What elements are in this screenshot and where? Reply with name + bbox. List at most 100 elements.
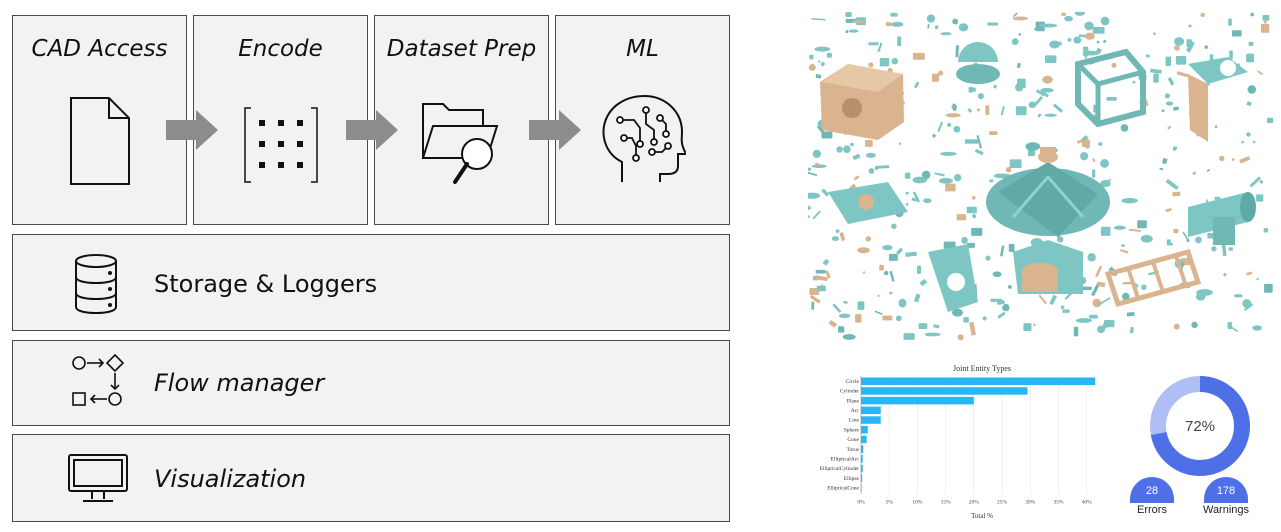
small-cad-part — [1161, 157, 1168, 165]
small-cad-part — [1106, 96, 1117, 101]
small-cad-part — [864, 139, 873, 147]
small-cad-part — [839, 232, 846, 241]
small-cad-part — [816, 285, 826, 292]
small-cad-part — [1161, 109, 1165, 113]
small-cad-part — [912, 52, 925, 60]
small-cad-part — [1229, 50, 1233, 60]
small-cad-part — [1228, 18, 1232, 26]
small-cad-part — [1058, 41, 1063, 46]
chart-bar — [861, 387, 1028, 395]
small-cad-part — [1227, 321, 1233, 330]
small-cad-part — [1044, 55, 1057, 63]
small-cad-part — [828, 320, 838, 328]
small-cad-part — [971, 213, 977, 219]
small-cad-part — [1192, 171, 1196, 175]
stage-encode: Encode — [193, 15, 368, 225]
small-cad-part — [1074, 12, 1085, 16]
chart-bar — [861, 445, 864, 453]
errors-badge: 28 — [1130, 477, 1174, 503]
small-cad-part — [865, 152, 877, 158]
small-cad-part — [1098, 141, 1103, 147]
chart-x-tick-label: 0% — [857, 499, 865, 505]
document-icon — [13, 96, 186, 186]
small-cad-part — [1082, 50, 1100, 56]
small-cad-part — [1096, 40, 1100, 44]
small-cad-part — [1044, 113, 1057, 117]
small-cad-part — [1089, 314, 1098, 319]
small-cad-part — [976, 108, 980, 112]
small-cad-part — [934, 172, 945, 177]
small-cad-part — [808, 215, 810, 219]
warnings-label: Warnings — [1202, 504, 1250, 516]
stage-title: CAD Access — [31, 36, 168, 62]
small-cad-part — [853, 175, 860, 181]
small-cad-part — [1095, 265, 1103, 278]
small-cad-part — [1172, 148, 1176, 151]
small-cad-part — [1128, 228, 1141, 232]
small-cad-part — [1129, 326, 1135, 334]
small-cad-part — [985, 255, 991, 261]
small-cad-part — [913, 81, 920, 89]
chart-y-tick-label: Cone — [847, 437, 859, 443]
grid-dots-icon — [194, 106, 367, 184]
small-cad-part — [1211, 246, 1217, 252]
small-cad-part — [1248, 41, 1254, 46]
small-cad-part — [895, 247, 904, 255]
small-cad-part — [1231, 30, 1242, 37]
small-cad-part — [1264, 283, 1273, 293]
database-icon — [75, 254, 117, 315]
small-cad-part — [1263, 20, 1267, 24]
small-cad-part — [808, 63, 816, 71]
small-cad-part — [815, 269, 826, 274]
small-cad-part — [857, 247, 870, 254]
small-cad-part — [1049, 294, 1057, 306]
small-cad-part — [1256, 277, 1259, 281]
small-cad-part — [812, 149, 821, 159]
small-cad-part — [857, 301, 865, 310]
chart-bar — [861, 464, 863, 473]
chart-bar — [861, 396, 974, 405]
small-cad-part — [811, 17, 826, 21]
small-cad-part — [1033, 323, 1036, 327]
small-cad-part — [1241, 140, 1244, 144]
small-cad-part — [993, 84, 998, 89]
small-cad-part — [1075, 318, 1093, 323]
housing-part — [820, 64, 904, 140]
small-cad-part — [875, 165, 890, 169]
stage-dataset-prep: Dataset Prep — [374, 15, 549, 225]
small-cad-part — [1080, 151, 1089, 161]
small-cad-part — [1186, 239, 1190, 243]
small-cad-part — [1005, 166, 1012, 173]
small-cad-part — [945, 113, 961, 118]
small-cad-part — [904, 172, 911, 179]
small-cad-part — [882, 315, 893, 321]
small-cad-part — [1100, 16, 1110, 26]
small-cad-part — [809, 288, 820, 296]
small-cad-part — [1018, 32, 1022, 36]
chart-x-tick-label: 15% — [941, 499, 952, 505]
small-cad-part — [1012, 12, 1018, 18]
small-cad-part — [1073, 326, 1079, 337]
small-cad-part — [1017, 78, 1026, 89]
small-cad-part — [1049, 40, 1061, 49]
small-cad-part — [1250, 12, 1255, 17]
small-cad-part — [989, 179, 994, 183]
small-cad-part — [1092, 26, 1105, 34]
chart-y-tick-label: Torus — [847, 447, 859, 453]
small-cad-part — [814, 46, 831, 52]
small-cad-part — [814, 275, 828, 282]
small-cad-part — [850, 142, 854, 147]
small-cad-part — [997, 311, 1006, 319]
small-cad-part — [1002, 303, 1010, 312]
small-cad-part — [821, 188, 830, 197]
joint-entity-types-chart: Joint Entity Types CircleCylinderPlaneAr… — [820, 364, 1096, 520]
chart-x-tick-label: 30% — [1025, 499, 1036, 505]
small-cad-part — [955, 45, 959, 58]
small-cad-part — [963, 317, 969, 323]
small-cad-part — [933, 324, 940, 329]
small-cad-part — [932, 134, 936, 138]
small-cad-part — [1176, 71, 1189, 78]
small-cad-part — [1246, 101, 1252, 107]
small-cad-part — [820, 61, 826, 67]
small-cad-part — [990, 298, 1003, 302]
